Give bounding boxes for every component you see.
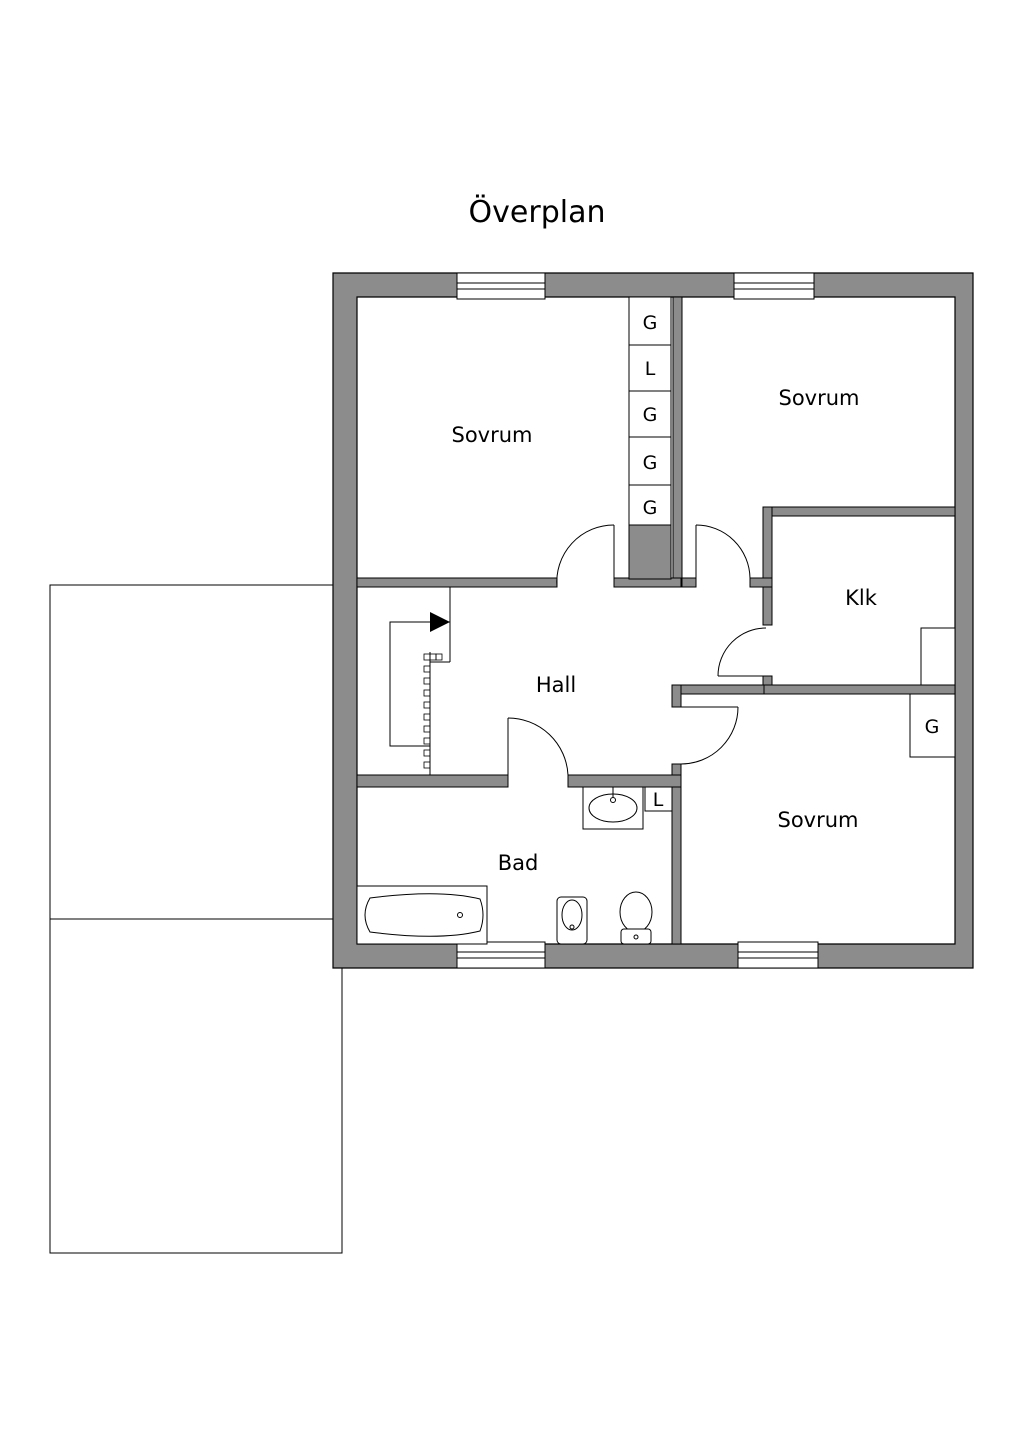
storage-column — [628, 296, 672, 526]
storage-label-3: G — [643, 404, 658, 426]
interior-walls — [356, 296, 956, 945]
room-label-hall: Hall — [536, 673, 576, 697]
plan-title: Överplan — [469, 194, 606, 230]
staircase — [389, 587, 451, 775]
wardrobe — [909, 693, 956, 758]
stair-direction-arrow-icon — [430, 612, 450, 632]
storage-label-2: L — [645, 358, 656, 380]
linen-label: L — [653, 789, 664, 811]
storage-label-4: G — [643, 452, 658, 474]
windows — [456, 272, 819, 969]
storage-label-1: G — [643, 312, 658, 334]
outer-outline — [49, 584, 343, 1254]
storage-label-5: G — [643, 497, 658, 519]
room-label-bedroom-top-right: Sovrum — [778, 386, 859, 410]
doors — [507, 524, 767, 776]
closet-shelf — [920, 627, 956, 686]
room-label-bedroom-top-left: Sovrum — [451, 423, 532, 447]
room-label-closet: Klk — [845, 586, 878, 610]
bath-fixtures — [356, 786, 673, 945]
room-label-bath: Bad — [498, 851, 539, 875]
room-label-bedroom-bottom-right: Sovrum — [777, 808, 858, 832]
wardrobe-label: G — [925, 716, 940, 738]
